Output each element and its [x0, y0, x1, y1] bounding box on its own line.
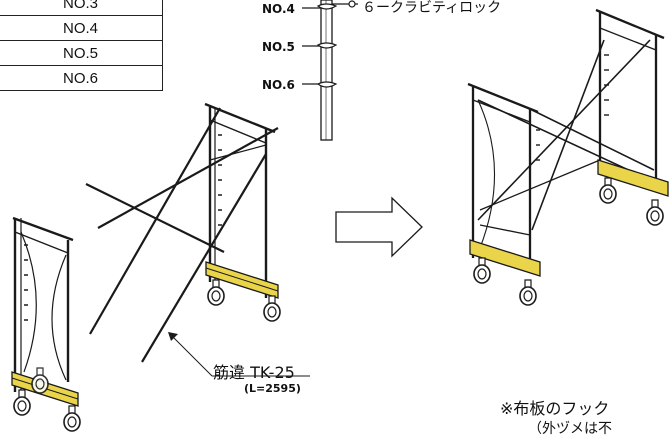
assembled-bases [469, 159, 669, 306]
right-arrow-icon [335, 196, 423, 258]
middle-back-base [205, 261, 281, 322]
pole-label-no5: NO.5 [262, 40, 295, 54]
left-front-base [11, 367, 81, 432]
pole [302, 0, 358, 141]
pole-label-no6: NO.6 [262, 78, 295, 92]
number-table: NO.3 NO.4 NO.5 NO.6 [0, 0, 163, 91]
assembled-scaffold [467, 8, 665, 272]
lock-label: ６ークラビティロック [362, 0, 502, 16]
note-line-2: （外ヅメは不 [528, 421, 612, 437]
left-front-frame [12, 216, 74, 392]
loose-braces [85, 107, 310, 377]
brace-length: (L=2595) [244, 382, 301, 395]
pole-label-no4: NO.4 [262, 2, 295, 16]
table-row: NO.4 [0, 15, 163, 41]
middle-back-frame [204, 102, 276, 298]
brace-name: 筋違 TK-25 [213, 363, 295, 382]
note-line-1: ※布板のフック [500, 399, 610, 418]
table-row: NO.5 [0, 40, 163, 66]
table-row: NO.6 [0, 65, 163, 91]
